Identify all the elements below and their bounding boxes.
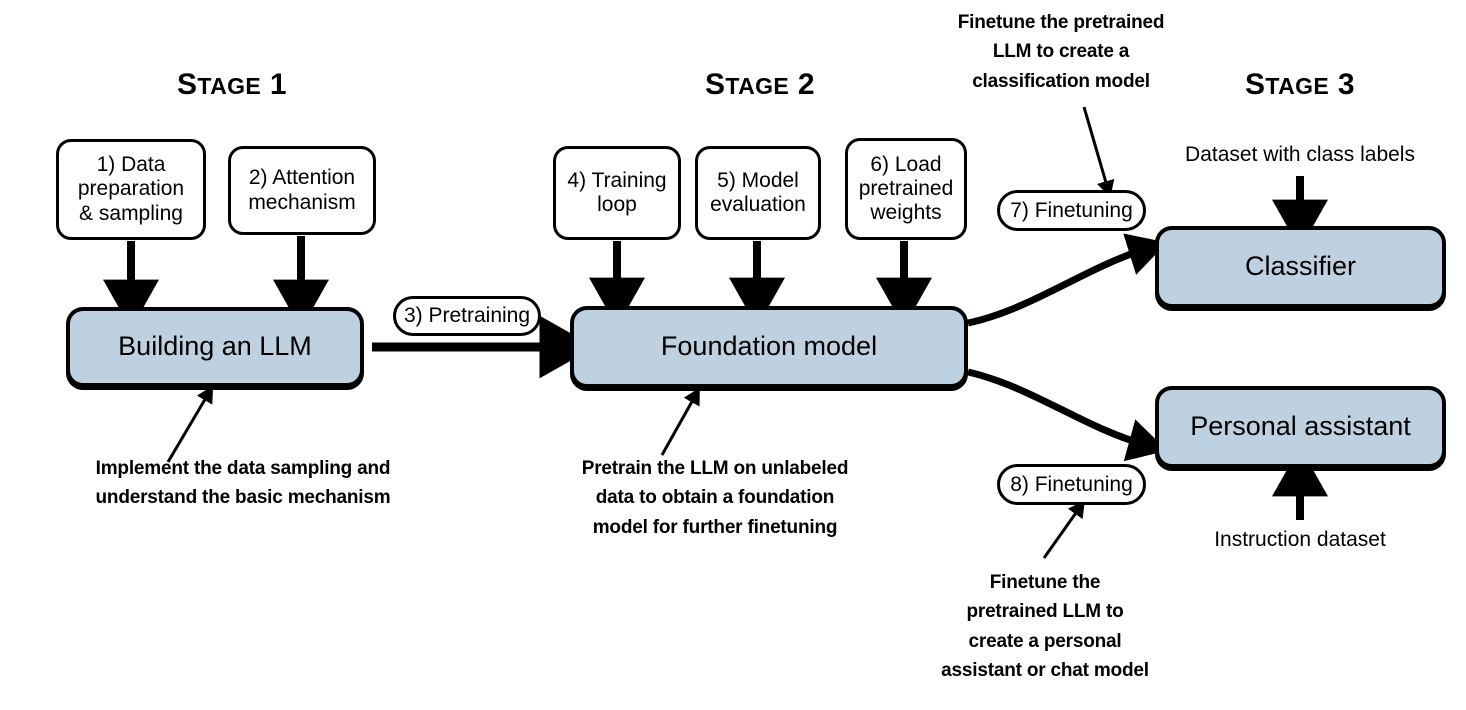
stage-title-3: STAGE 3 xyxy=(1160,68,1440,102)
pill-step-7-finetuning[interactable]: 7) Finetuning xyxy=(997,190,1146,231)
stage-title-3-rest: TAGE xyxy=(1265,73,1330,99)
stage-title-2-rest: TAGE xyxy=(725,73,790,99)
node-foundation-model[interactable]: Foundation model xyxy=(570,306,968,388)
step-box-1-data-preparation[interactable]: 1) Data preparation & sampling xyxy=(56,139,206,240)
caption-instruction-dataset: Instruction dataset xyxy=(1214,528,1386,551)
stage-title-3-prefix: S xyxy=(1244,68,1266,101)
stage-title-2-number: 2 xyxy=(789,68,816,101)
annotation-stage2: Pretrain the LLM on unlabeled data to ob… xyxy=(581,458,849,538)
node-classifier[interactable]: Classifier xyxy=(1155,226,1446,308)
stage-title-3-number: 3 xyxy=(1329,68,1356,101)
pointer-annotation-stage2 xyxy=(660,387,700,456)
stage-title-1: STAGE 1 xyxy=(92,68,372,102)
annotation-assistant: Finetune the pretrained LLM to create a … xyxy=(941,572,1149,682)
stage-title-2: STAGE 2 xyxy=(620,68,900,102)
step-box-2-attention-mechanism[interactable]: 2) Attention mechanism xyxy=(228,146,376,235)
pointer-annotation-assistant xyxy=(1042,500,1085,559)
step-box-5-model-evaluation[interactable]: 5) Model evaluation xyxy=(695,146,821,240)
pill-step-8-finetuning[interactable]: 8) Finetuning xyxy=(997,464,1146,505)
pointer-annotation-stage1 xyxy=(166,385,214,463)
pill-step-3-pretraining[interactable]: 3) Pretraining xyxy=(393,296,541,336)
annotation-classifier: Finetune the pretrained LLM to create a … xyxy=(957,12,1165,92)
caption-dataset-with-class-labels: Dataset with class labels xyxy=(1185,143,1415,166)
stage-title-2-prefix: S xyxy=(704,68,726,101)
step-box-4-training-loop[interactable]: 4) Training loop xyxy=(553,146,681,240)
step-box-6-load-pretrained-weights[interactable]: 6) Load pretrained weights xyxy=(845,138,967,240)
node-building-an-llm[interactable]: Building an LLM xyxy=(66,307,364,387)
annotation-stage1: Implement the data sampling and understa… xyxy=(95,458,391,509)
stage-title-1-rest: TAGE xyxy=(197,73,262,99)
stage-title-1-prefix: S xyxy=(176,68,198,101)
arrow-foundation-to-classifier xyxy=(967,233,1168,327)
pointer-annotation-classifier xyxy=(1082,106,1115,198)
stage-title-1-number: 1 xyxy=(261,68,288,101)
arrow-foundation-to-assistant xyxy=(967,368,1168,462)
node-personal-assistant[interactable]: Personal assistant xyxy=(1155,386,1446,468)
